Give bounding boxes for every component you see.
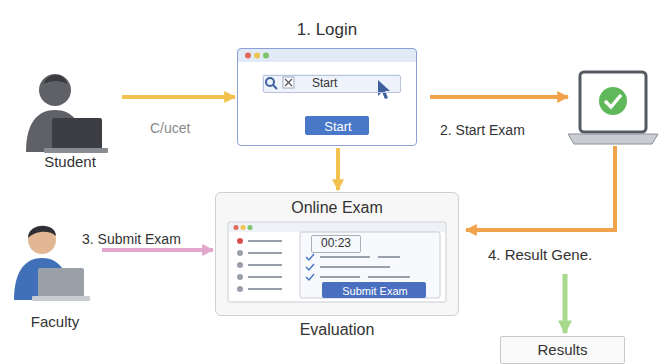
svg-circle bbox=[234, 225, 239, 230]
node-text: 00:23 bbox=[312, 237, 360, 251]
login-window: 1. LoginStartStart bbox=[237, 48, 417, 146]
node-text: Start bbox=[312, 77, 337, 91]
svg-path bbox=[285, 79, 292, 86]
svg-rect bbox=[580, 72, 646, 132]
svg-rect bbox=[52, 118, 102, 150]
svg-rect bbox=[228, 222, 446, 302]
svg-circle bbox=[254, 53, 260, 59]
flow-arrows bbox=[430, 97, 615, 333]
svg-path bbox=[378, 80, 390, 99]
svg-rect bbox=[38, 268, 84, 298]
node-text: 1. Login bbox=[198, 20, 456, 40]
timer-box: 00:23 bbox=[311, 235, 361, 253]
svg-path bbox=[568, 134, 658, 144]
node-text: Online Exam bbox=[216, 199, 458, 217]
edge-label: 3. Submit Exam bbox=[82, 231, 181, 247]
svg-circle bbox=[241, 225, 246, 230]
svg-rect bbox=[238, 49, 416, 62]
step-label: 4. Result Gene. bbox=[488, 246, 592, 263]
node-text: Start bbox=[306, 119, 370, 134]
svg-circle bbox=[237, 250, 243, 256]
svg-circle bbox=[599, 87, 627, 115]
submit-button: Submit Exam bbox=[323, 283, 427, 299]
login-window bbox=[237, 48, 417, 146]
svg-line bbox=[430, 95, 568, 99]
svg-rect bbox=[322, 282, 426, 298]
start-button: Start bbox=[306, 117, 370, 136]
edge-label: C/ucet bbox=[150, 120, 190, 136]
results-fill bbox=[500, 336, 625, 364]
svg-circle bbox=[248, 225, 253, 230]
svg-path bbox=[28, 226, 56, 238]
exam-box: Online ExamEvaluation00:23Submit Exam bbox=[215, 192, 459, 316]
flow-arrow bbox=[102, 248, 213, 252]
svg-circle bbox=[263, 53, 269, 59]
svg-rect bbox=[237, 48, 417, 146]
svg-path bbox=[44, 75, 67, 84]
svg-path bbox=[248, 241, 282, 289]
search-field: Start bbox=[263, 75, 401, 93]
svg-circle bbox=[237, 262, 243, 268]
node-text: Evaluation bbox=[176, 321, 498, 339]
svg-polyline bbox=[466, 146, 615, 230]
flow-arrow bbox=[122, 95, 235, 99]
student-icon bbox=[26, 74, 108, 153]
svg-rect bbox=[44, 148, 108, 153]
node-text: Student bbox=[10, 153, 130, 170]
svg-circle bbox=[39, 74, 71, 106]
svg-rect bbox=[300, 232, 440, 298]
svg-circle bbox=[237, 286, 243, 292]
node-text: Faculty bbox=[0, 313, 110, 330]
step-label: 2. Start Exam bbox=[440, 122, 525, 138]
svg-path bbox=[306, 254, 314, 280]
svg-rect bbox=[32, 296, 90, 301]
results-box: Results bbox=[500, 336, 625, 364]
flow-arrow bbox=[336, 148, 340, 190]
node-text: Submit Exam bbox=[323, 285, 427, 298]
svg-line bbox=[273, 85, 277, 89]
svg-circle bbox=[245, 53, 251, 59]
student-actor: Student bbox=[20, 62, 120, 172]
svg-rect bbox=[305, 116, 369, 135]
faculty-icon bbox=[14, 226, 90, 301]
svg-rect bbox=[229, 223, 445, 232]
svg-path bbox=[320, 257, 410, 277]
svg-circle bbox=[237, 274, 243, 280]
svg-circle bbox=[237, 238, 243, 244]
exam-window bbox=[215, 192, 459, 316]
laptop-icon bbox=[568, 72, 658, 144]
svg-rect bbox=[283, 77, 294, 88]
svg-path bbox=[605, 95, 621, 107]
svg-rect bbox=[215, 192, 459, 316]
svg-circle bbox=[266, 78, 274, 86]
svg-circle bbox=[28, 226, 56, 254]
svg-line bbox=[563, 274, 568, 333]
node-text: Results bbox=[501, 341, 624, 358]
